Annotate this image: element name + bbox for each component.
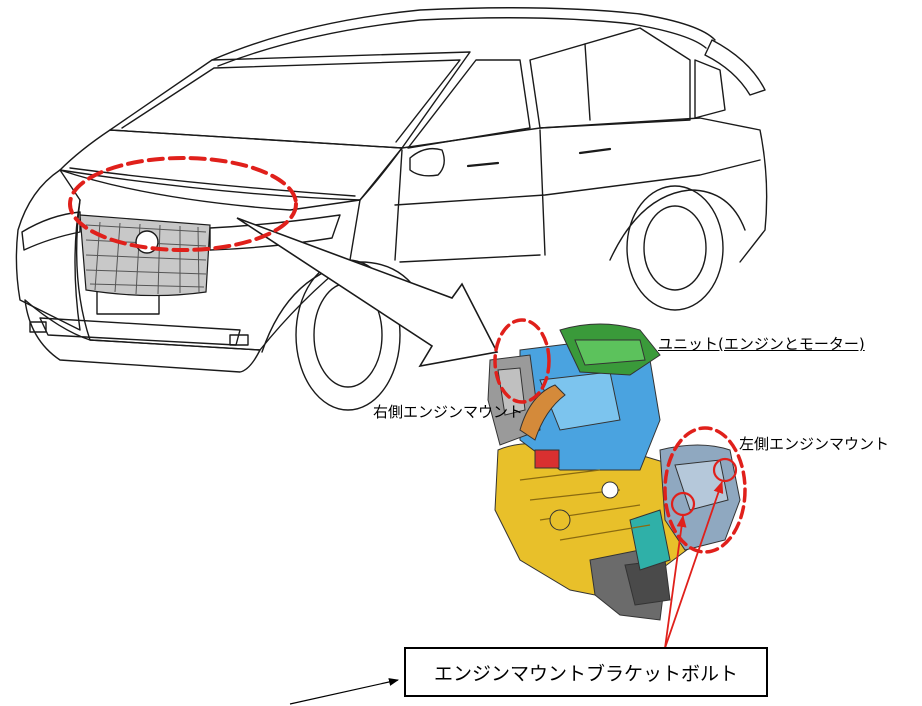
car-roof (211, 7, 716, 61)
car-outline-drawing (15, 7, 768, 411)
car-front-bumper (15, 169, 81, 331)
car-hood (59, 129, 403, 201)
left-mount-highlight-ellipse (663, 426, 747, 554)
car-side-mirror (409, 147, 445, 177)
car-headlight-left (21, 211, 81, 251)
car-grille (79, 214, 211, 297)
car-side-window-rear (529, 27, 691, 129)
hood-highlight-ellipse (68, 156, 298, 252)
highlight-markers (68, 156, 747, 554)
right-mount-highlight-ellipse (493, 318, 551, 404)
engine-mount-bracket-bolt-label: エンジンマウントブラケットボルト (433, 662, 738, 685)
car-body-side (359, 117, 768, 263)
engine-mount-bracket-bolt-box: エンジンマウントブラケットボルト (404, 647, 768, 697)
left-engine-mount-label: 左側エンジンマウント (739, 435, 890, 453)
engine-unit-illustration (487, 323, 741, 621)
box-pointer-arrow (289, 678, 399, 705)
car-rear-wheel-arch (609, 189, 746, 261)
unit-label: ユニット(エンジンとモーター) (658, 335, 865, 353)
bolt-highlight-circle-2 (712, 457, 738, 483)
bolt-pointer-arrows (664, 481, 724, 649)
callout-pointer (236, 217, 499, 368)
right-engine-mount-label: 右側エンジンマウント (373, 403, 524, 421)
bolt-highlight-circle-1 (670, 491, 696, 517)
car-rear-wheel (626, 185, 724, 311)
